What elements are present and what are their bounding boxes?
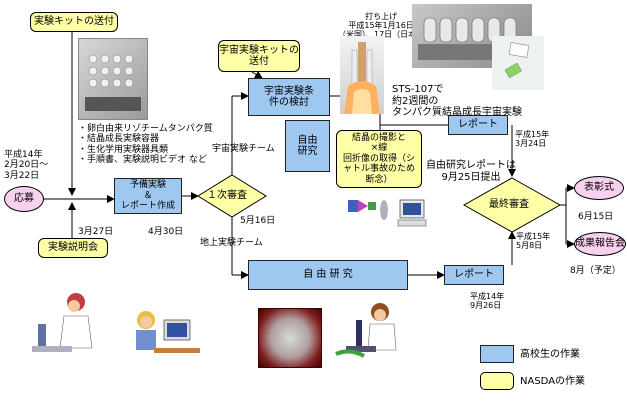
report-bottom-box: レポート xyxy=(444,265,504,285)
final-review-label: 最終審査 xyxy=(489,199,529,210)
crystal-sample-photo xyxy=(492,36,544,90)
date-august: 8月（予定） xyxy=(570,266,621,276)
free-report-submitted: 自由研究レポートは 9月25日提出 xyxy=(426,160,516,183)
student-microscope-illustration xyxy=(30,288,102,362)
application-oval: 応募 xyxy=(4,186,44,212)
crystal-observation-box: 結晶の撮影と ×線 回折像の取得（シ ャトル事故のため 断念） xyxy=(336,130,422,188)
preliminary-experiment-box: 予備実験 ＆ レポート作成 xyxy=(114,178,182,214)
legend-students-swatch xyxy=(480,345,514,363)
date-h15-0508: 平成15年 5月8日 xyxy=(516,232,551,251)
space-team-label: 宇宙実験チーム xyxy=(212,144,275,154)
legend-nasda-swatch xyxy=(480,372,514,390)
sts107-label: STS-107で 約2週間の タンパク質結晶成長宇宙実験 xyxy=(392,84,522,118)
date-h14-0926: 平成14年 9月26日 xyxy=(470,292,505,311)
date-0327: 3月27日 xyxy=(78,227,114,237)
final-review-diamond xyxy=(462,177,562,233)
ground-team-label: 地上実験チーム xyxy=(200,238,263,248)
shuttle-launch-photo xyxy=(340,36,384,114)
space-conditions-box: 宇宙実験条 件の検討 xyxy=(248,78,330,116)
experiment-kit-photo xyxy=(78,38,148,120)
report-top-box: レポート xyxy=(448,115,508,135)
kit-shipping-box: 実験キットの送付 xyxy=(30,12,118,32)
explanation-meeting-box: 実験説明会 xyxy=(38,238,108,258)
date-0516: 5月16日 xyxy=(240,216,276,226)
first-review-label: １次審査 xyxy=(207,190,247,201)
computer-analysis-illustration xyxy=(344,192,430,232)
award-ceremony-oval: 表彰式 xyxy=(574,176,624,200)
legend-students-label: 高校生の作業 xyxy=(520,349,580,360)
space-kit-shipping-box: 宇宙実験キットの 送付 xyxy=(218,40,300,72)
date-0430: 4月30日 xyxy=(148,227,184,237)
student-microscope-boy-illustration xyxy=(330,298,408,368)
launch-label: 打ち上げ 平成15年1月16日 （米国）、17日（日本） xyxy=(338,12,425,40)
free-research-main-box: 自 由 研 究 xyxy=(248,260,408,290)
results-meeting-oval: 成果報告会 xyxy=(574,232,626,256)
student-computer-illustration xyxy=(124,306,204,364)
kit-items-list: ・卵白由来リゾチームタンパク質 ・結晶成長実験容器 ・生化学用実験器具類 ・手順… xyxy=(78,124,213,166)
date-0615: 6月15日 xyxy=(578,212,614,222)
date-h15-0324: 平成15年 3月24日 xyxy=(515,130,550,149)
free-research-small-box: 自由 研究 xyxy=(285,120,330,172)
first-review-diamond xyxy=(197,174,267,218)
application-period: 平成14年 2月20日～ 3月22日 xyxy=(4,150,49,181)
crystal-micrograph-photo xyxy=(258,308,322,368)
legend-nasda-label: NASDAの作業 xyxy=(520,376,586,387)
